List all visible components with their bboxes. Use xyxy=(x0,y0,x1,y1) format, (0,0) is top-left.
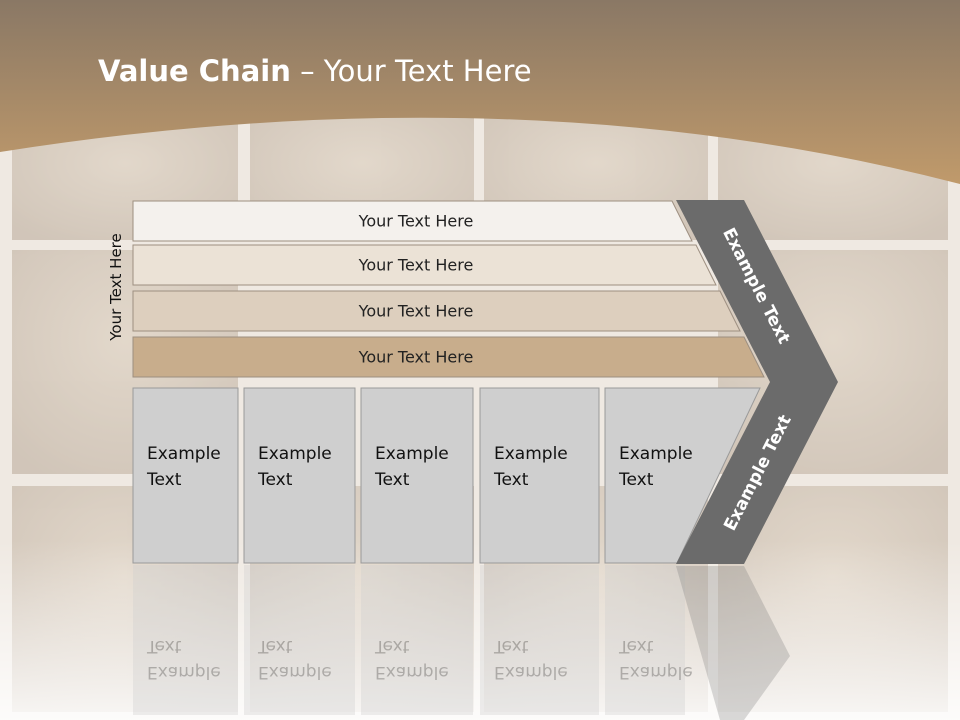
header-band xyxy=(0,0,960,184)
row-label-3: Your Text Here xyxy=(358,302,474,321)
box-reflection-text-4: Example xyxy=(494,662,568,682)
example-box-1 xyxy=(132,387,239,564)
box-reflection-text-3: Example xyxy=(375,662,449,682)
box-reflection-text-1: Example xyxy=(147,662,221,682)
example-box-3 xyxy=(360,387,474,564)
title-rest-part: – Your Text Here xyxy=(290,54,532,88)
box-reflection-2 xyxy=(244,565,355,715)
box-reflection-text-5: Example xyxy=(619,662,693,682)
example-box-text-2: Text xyxy=(257,470,293,490)
example-box-text-5: Example xyxy=(619,444,693,464)
row-label-4: Your Text Here xyxy=(358,348,474,367)
slide-title: Value Chain – Your Text Here xyxy=(98,54,532,88)
example-box-text-4: Example xyxy=(494,444,568,464)
example-box-text-4: Text xyxy=(493,470,529,490)
box-reflection-text-5: Text xyxy=(618,636,654,656)
box-reflection-text-2: Text xyxy=(257,636,293,656)
example-box-2 xyxy=(243,387,356,564)
chevron-reflection xyxy=(676,566,790,720)
title-bold-part: Value Chain xyxy=(98,54,291,88)
box-reflection-text-3: Text xyxy=(374,636,410,656)
example-box-text-3: Text xyxy=(374,470,410,490)
chevron-arrow xyxy=(676,200,838,564)
example-box-text-1: Text xyxy=(146,470,182,490)
box-reflection-text-1: Text xyxy=(146,636,182,656)
row-label-2: Your Text Here xyxy=(358,256,474,275)
box-reflection-text-4: Text xyxy=(493,636,529,656)
box-reflection-5 xyxy=(605,565,685,715)
bottom-fade xyxy=(0,540,960,720)
row-shape-2 xyxy=(132,244,717,286)
example-box-text-2: Example xyxy=(258,444,332,464)
row-shape-3 xyxy=(132,290,741,332)
box-reflection-4 xyxy=(480,565,599,715)
row-shape-4 xyxy=(132,336,765,378)
box-reflection-text-2: Example xyxy=(258,662,332,682)
vertical-side-label: Your Text Here xyxy=(107,233,125,341)
example-box-text-1: Example xyxy=(147,444,221,464)
box-reflection-1 xyxy=(133,565,238,715)
row-shape-1 xyxy=(132,200,693,242)
example-box-text-5: Text xyxy=(618,470,654,490)
box-reflection-3 xyxy=(361,565,473,715)
row-label-1: Your Text Here xyxy=(358,212,474,231)
example-box-text-3: Example xyxy=(375,444,449,464)
example-box-4 xyxy=(479,387,600,564)
